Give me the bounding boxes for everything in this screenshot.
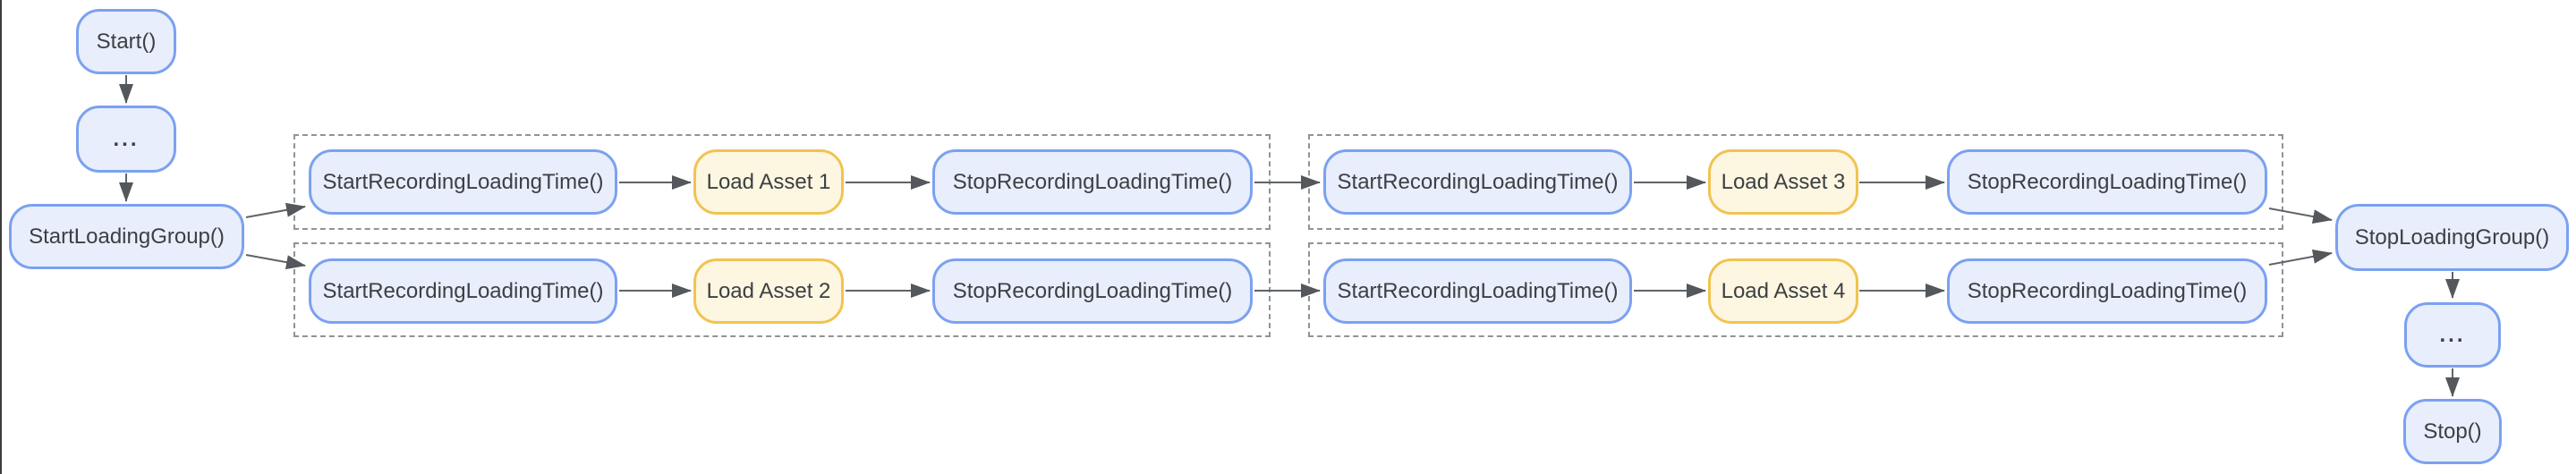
node-ellipsis-bottom: ... — [2404, 302, 2501, 368]
node-stop-loading-group: StopLoadingGroup() — [2335, 204, 2569, 271]
node-start-recording-4: StartRecordingLoadingTime() — [1323, 258, 1632, 324]
node-ellipsis-top: ... — [76, 106, 176, 173]
node-start-recording-3: StartRecordingLoadingTime() — [1323, 149, 1632, 215]
node-stop: Stop() — [2403, 399, 2502, 464]
node-load-asset-4: Load Asset 4 — [1708, 258, 1858, 324]
node-start-loading-group: StartLoadingGroup() — [9, 204, 244, 269]
node-load-asset-1: Load Asset 1 — [693, 149, 844, 215]
node-start: Start() — [76, 9, 176, 74]
node-stop-recording-3: StopRecordingLoadingTime() — [1947, 149, 2267, 215]
node-stop-recording-1: StopRecordingLoadingTime() — [932, 149, 1253, 215]
node-start-recording-1: StartRecordingLoadingTime() — [309, 149, 617, 215]
left-crop-border — [0, 0, 2, 474]
node-load-asset-2: Load Asset 2 — [693, 258, 844, 324]
node-start-recording-2: StartRecordingLoadingTime() — [309, 258, 617, 324]
node-stop-recording-4: StopRecordingLoadingTime() — [1947, 258, 2267, 324]
node-load-asset-3: Load Asset 3 — [1708, 149, 1858, 215]
node-stop-recording-2: StopRecordingLoadingTime() — [932, 258, 1253, 324]
